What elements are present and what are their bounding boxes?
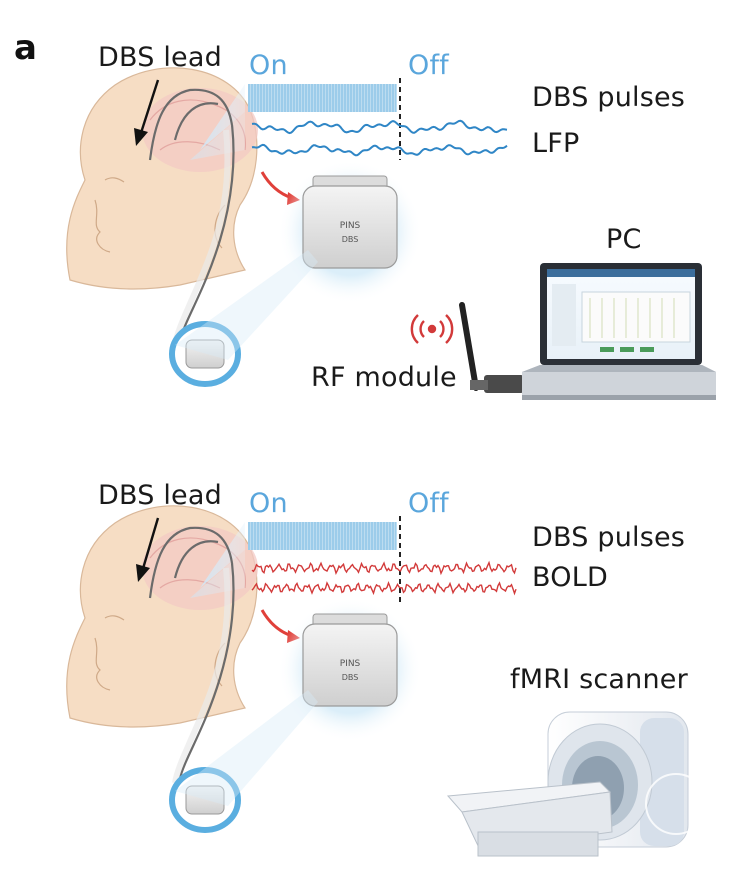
- on-label: On: [249, 50, 288, 81]
- rf-signal-icon: [410, 314, 454, 344]
- dbs-lead-wires: [148, 88, 235, 341]
- dbs-pulses-train: [248, 84, 397, 112]
- red-arrow: [260, 171, 293, 200]
- bold-trace-1: [251, 560, 517, 576]
- dbs-lead-label: DBS lead: [98, 42, 222, 73]
- svg-text:DBS: DBS: [342, 673, 359, 682]
- rf-module-label: RF module: [311, 362, 457, 393]
- panel-letter: a: [14, 28, 37, 68]
- bottom-panel: PINS DBS: [66, 505, 707, 857]
- dbs-lead-label: DBS lead: [98, 480, 222, 511]
- zoom-beam: [200, 522, 245, 588]
- zoom-beam: [200, 84, 245, 150]
- implanted-device: [169, 250, 318, 387]
- lead-pointer-arrow: [140, 517, 160, 573]
- lfp-trace-2: [251, 143, 508, 157]
- neurostimulator-device: PINS DBS: [278, 598, 422, 742]
- red-arrow: [260, 609, 293, 638]
- off-label: Off: [408, 488, 449, 519]
- dbs-pulses-train: [248, 522, 397, 550]
- on-label: On: [249, 488, 288, 519]
- dbs-pulses-label: DBS pulses: [532, 82, 686, 113]
- off-label: Off: [408, 50, 449, 81]
- top-panel: PINS DBS: [66, 67, 716, 400]
- neurostimulator-device: PINS DBS: [278, 160, 422, 304]
- fmri-scanner-label: fMRI scanner: [510, 664, 688, 695]
- svg-text:PINS: PINS: [340, 221, 361, 231]
- rf-module-device: [459, 302, 524, 393]
- bold-trace-2: [251, 581, 517, 596]
- dbs-lead-wires: [148, 526, 235, 779]
- lfp-label: LFP: [532, 128, 580, 159]
- lfp-trace-1: [251, 119, 508, 135]
- pc-label: PC: [606, 224, 642, 255]
- dbs-pulses-label: DBS pulses: [532, 522, 686, 553]
- svg-text:DBS: DBS: [342, 235, 359, 244]
- pc-laptop: [522, 263, 716, 400]
- lead-pointer-arrow: [138, 79, 160, 137]
- implanted-device: [169, 690, 318, 833]
- fmri-scanner: [446, 711, 707, 857]
- bold-label: BOLD: [532, 562, 608, 593]
- svg-text:PINS: PINS: [340, 659, 361, 669]
